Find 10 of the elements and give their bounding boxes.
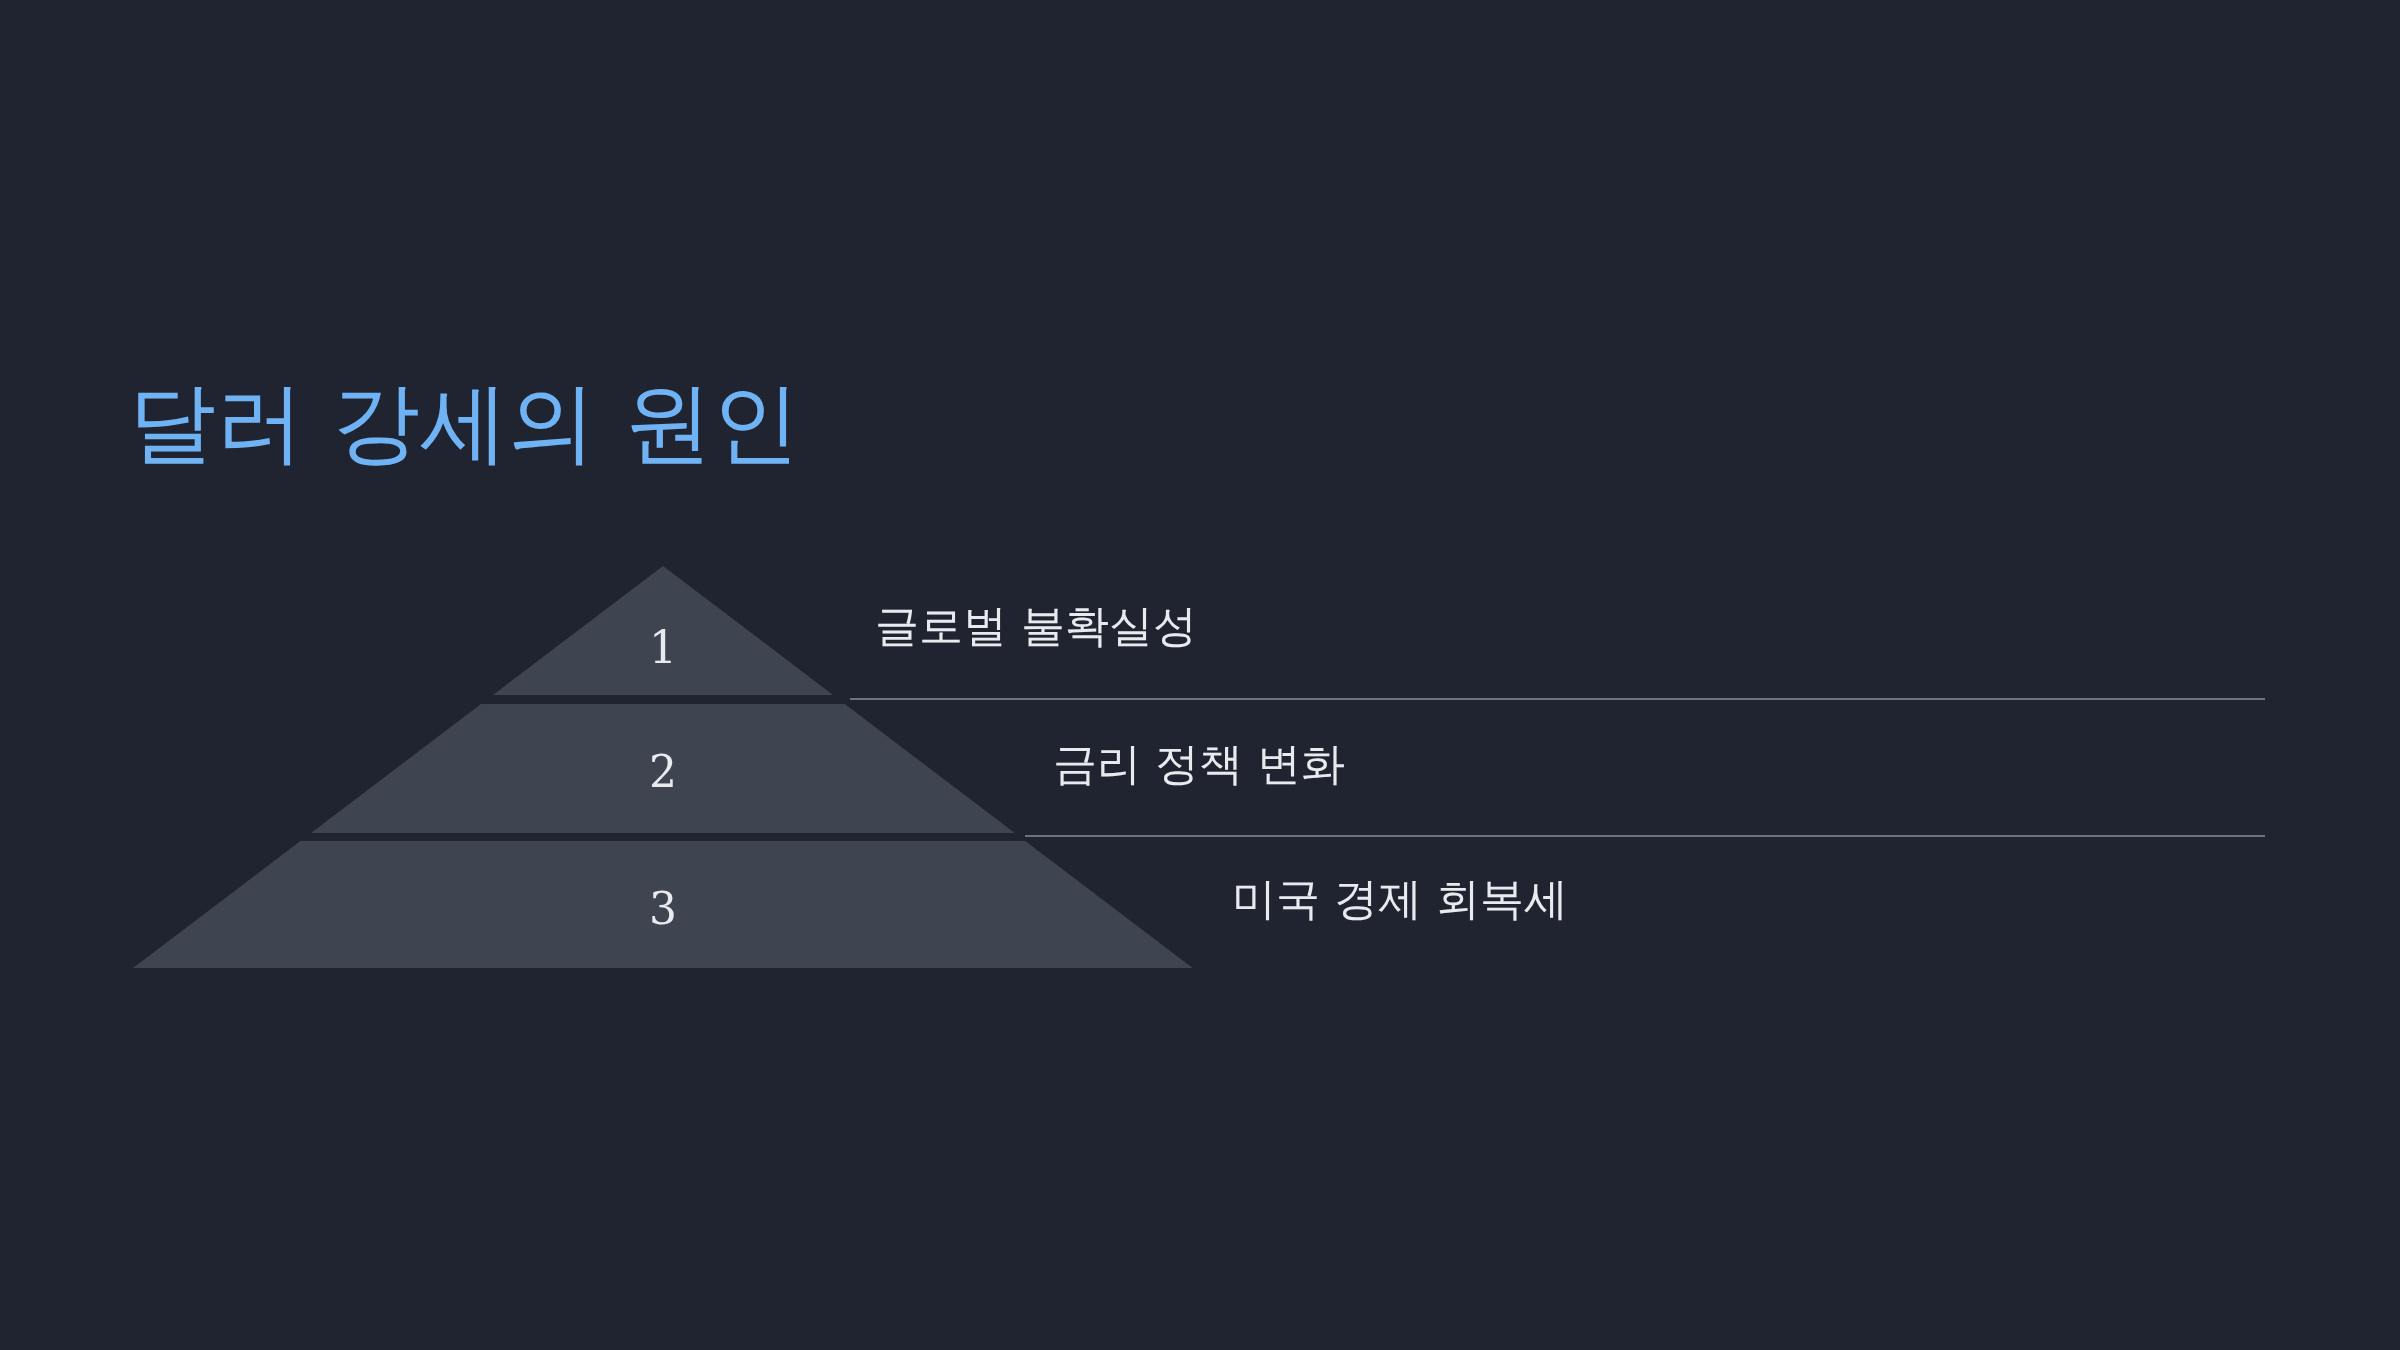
pyramid-tier [492, 566, 833, 695]
tier-number: 3 [649, 887, 677, 931]
tier-number: 2 [649, 750, 677, 794]
pyramid-tier [133, 841, 1193, 968]
tier-number: 1 [649, 626, 677, 670]
tier-label: 미국 경제 회복세 [1232, 875, 1568, 924]
tier-label: 글로벌 불확실성 [875, 602, 1197, 651]
title: 달러 강세의 원인 [128, 375, 800, 472]
pyramid-tier [311, 704, 1015, 833]
tier-label: 금리 정책 변화 [1053, 740, 1345, 789]
